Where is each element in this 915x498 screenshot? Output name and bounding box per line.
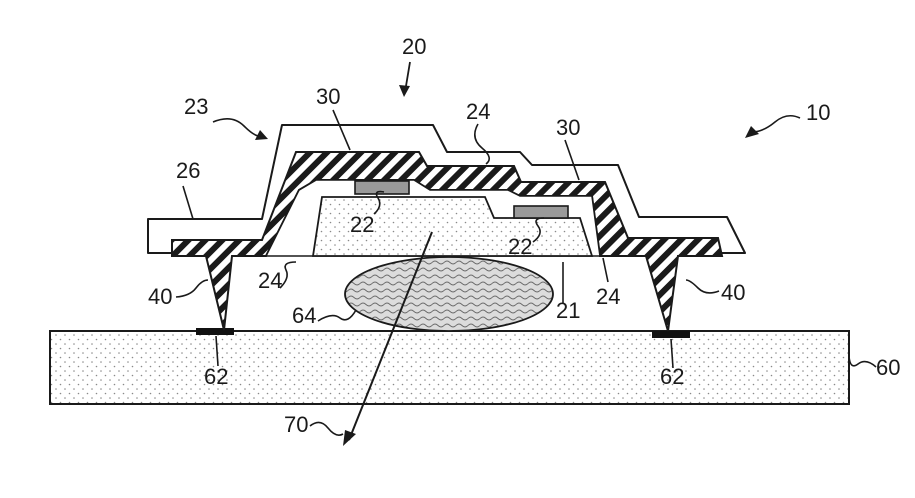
label-10: 10 (806, 100, 830, 125)
label-20: 20 (402, 34, 426, 59)
leader-40-left (176, 280, 208, 297)
arrow-20-head (399, 85, 410, 97)
label-24-top: 24 (466, 99, 490, 124)
leader-64 (318, 310, 356, 321)
leader-24-top (475, 124, 489, 164)
label-64: 64 (292, 303, 316, 328)
label-23: 23 (184, 94, 208, 119)
arrow-23 (213, 119, 262, 136)
light-ray-70-arrowhead (343, 430, 356, 446)
label-24-left: 24 (258, 268, 282, 293)
leader-40-right (686, 280, 719, 293)
contact-pad-62-right (652, 331, 690, 338)
leader-26 (183, 186, 193, 219)
label-40-right: 40 (721, 280, 745, 305)
substrate-60 (50, 331, 849, 404)
leader-70 (310, 422, 343, 435)
label-30-left: 30 (316, 84, 340, 109)
leader-30-left (333, 110, 350, 150)
label-22-right: 22 (508, 234, 532, 259)
electrode-pad-22-right (514, 206, 568, 218)
leader-60 (849, 356, 876, 367)
leader-24-right (603, 258, 608, 282)
label-22-left: 22 (350, 212, 374, 237)
leader-30-right (565, 140, 579, 180)
label-60: 60 (876, 355, 900, 380)
label-21: 21 (556, 298, 580, 323)
label-30-right: 30 (556, 115, 580, 140)
arrow-10-head (745, 126, 759, 138)
label-26: 26 (176, 158, 200, 183)
label-40-left: 40 (148, 284, 172, 309)
contact-pad-62-left (196, 328, 234, 335)
label-70: 70 (284, 412, 308, 437)
label-24-right: 24 (596, 284, 620, 309)
label-62-left: 62 (204, 364, 228, 389)
emission-region-64 (345, 257, 553, 331)
arrow-10 (752, 116, 800, 132)
label-62-right: 62 (660, 364, 684, 389)
